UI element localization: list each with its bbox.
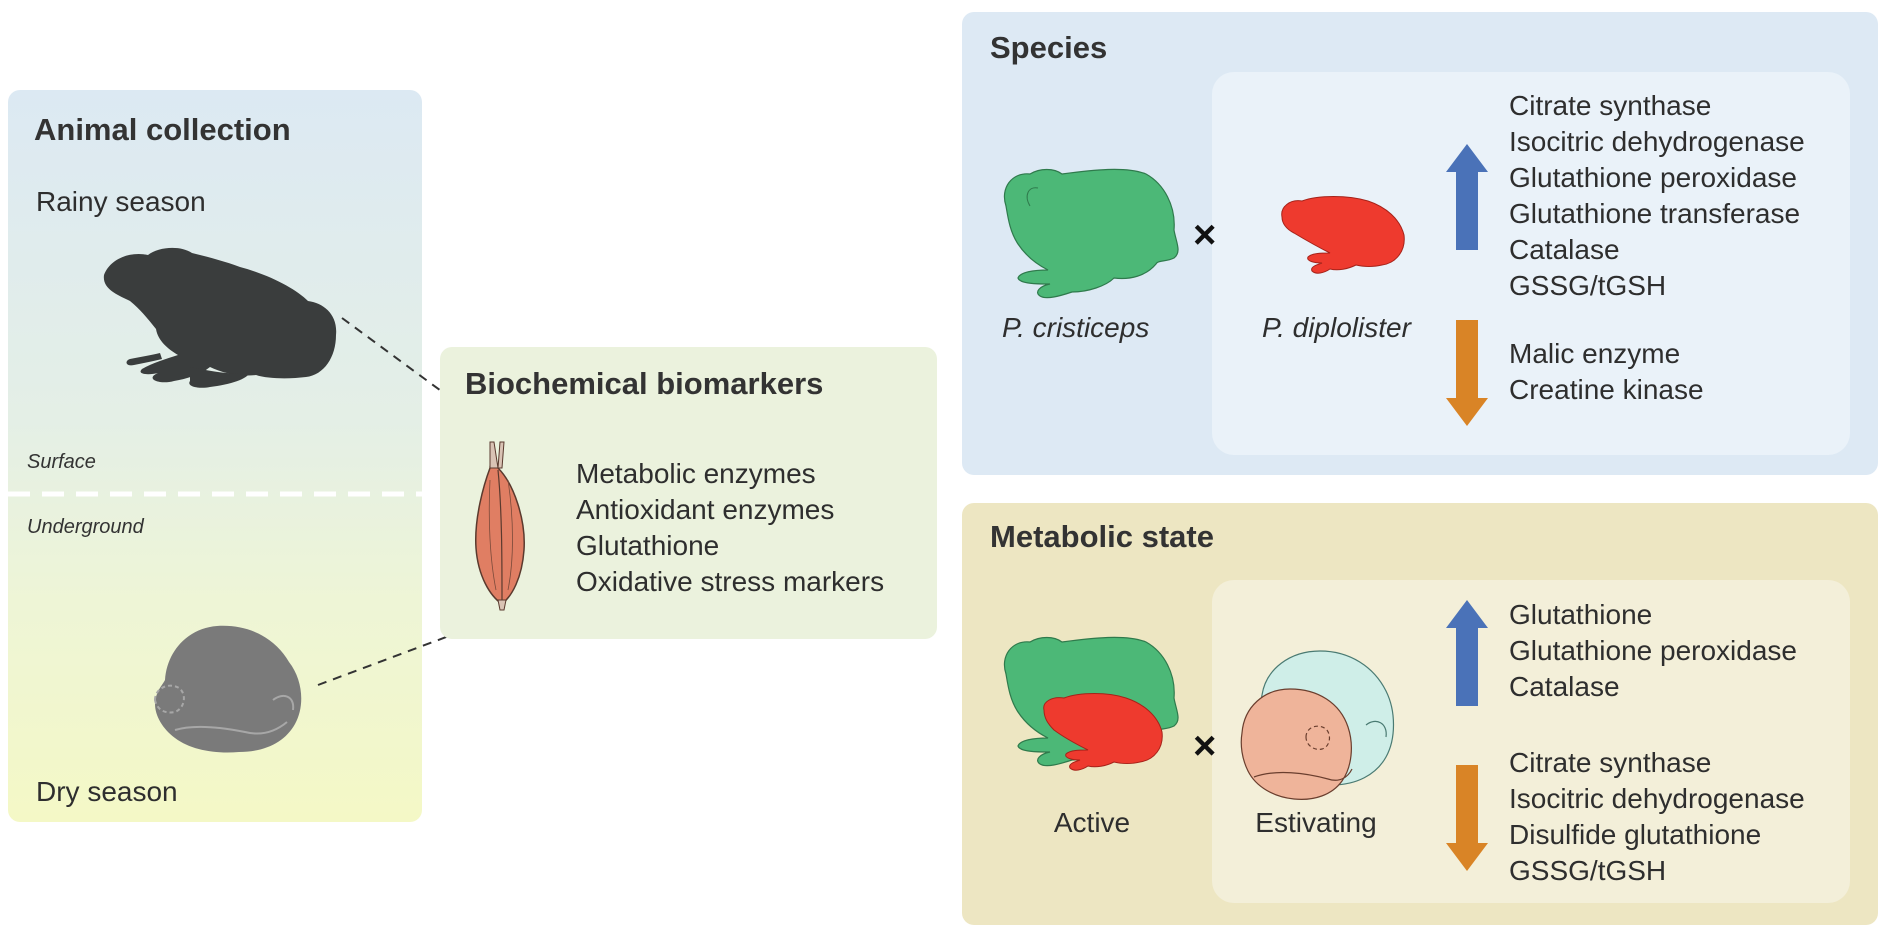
p-cristiceps-label: P. cristiceps xyxy=(1002,312,1150,343)
biomarkers-title: Biochemical biomarkers xyxy=(465,366,824,401)
species-down-list: Malic enzyme Creatine kinase xyxy=(1509,336,1704,408)
surface-divider xyxy=(8,491,422,497)
down-item: Malic enzyme xyxy=(1509,338,1681,369)
up-item: Glutathione transferase xyxy=(1509,198,1801,229)
up-item: Glutathione xyxy=(1509,599,1653,630)
metabolic-state-title: Metabolic state xyxy=(990,519,1214,554)
active-frogs-icon xyxy=(1003,636,1179,771)
down-item: Disulfide glutathione xyxy=(1509,819,1762,850)
up-item: Citrate synthase xyxy=(1509,90,1712,121)
species-inner-panel xyxy=(1212,72,1850,455)
biomarkers-list: Metabolic enzymes Antioxidant enzymes Gl… xyxy=(576,456,884,600)
biomarker-item: Glutathione xyxy=(576,530,720,561)
dry-season-label: Dry season xyxy=(36,776,178,807)
species-up-list: Citrate synthase Isocitric dehydrogenase… xyxy=(1509,88,1805,304)
up-item: Catalase xyxy=(1509,234,1620,265)
down-item: Isocitric dehydrogenase xyxy=(1509,783,1805,814)
up-item: Glutathione peroxidase xyxy=(1509,635,1797,666)
estivating-label: Estivating xyxy=(1255,807,1377,838)
estivating-frog-icon xyxy=(153,625,302,753)
up-arrow-icon xyxy=(1446,144,1488,250)
biomarker-item: Metabolic enzymes xyxy=(576,458,816,489)
down-arrow-icon xyxy=(1446,320,1488,426)
up-arrow-icon-2 xyxy=(1446,600,1488,706)
up-item: GSSG/tGSH xyxy=(1509,270,1667,301)
up-item: Catalase xyxy=(1509,671,1620,702)
metabolic-down-list: Citrate synthase Isocitric dehydrogenase… xyxy=(1509,745,1805,889)
muscle-icon xyxy=(474,441,525,611)
estivating-frogs-icon xyxy=(1240,650,1395,800)
underground-label: Underground xyxy=(27,516,144,538)
active-frog-icon xyxy=(103,247,337,388)
p-diplolister-label: P. diplolister xyxy=(1262,312,1411,343)
biomarker-item: Oxidative stress markers xyxy=(576,566,885,597)
down-arrow-icon-2 xyxy=(1446,765,1488,871)
active-label: Active xyxy=(1053,807,1131,838)
up-item: Isocitric dehydrogenase xyxy=(1509,126,1805,157)
rainy-season-label: Rainy season xyxy=(36,186,206,217)
times-symbol-2: × xyxy=(1193,724,1217,768)
biomarker-item: Antioxidant enzymes xyxy=(576,494,835,525)
up-item: Glutathione peroxidase xyxy=(1509,162,1797,193)
down-item: Creatine kinase xyxy=(1509,374,1704,405)
red-frog-icon xyxy=(1281,196,1405,274)
species-title: Species xyxy=(990,30,1108,65)
down-item: Citrate synthase xyxy=(1509,747,1712,778)
animal-collection-title: Animal collection xyxy=(34,112,291,147)
times-symbol: × xyxy=(1193,213,1217,257)
biomarkers-panel xyxy=(440,347,937,639)
metabolic-up-list: Glutathione Glutathione peroxidase Catal… xyxy=(1509,597,1797,705)
green-frog-icon xyxy=(1003,168,1179,299)
surface-label: Surface xyxy=(27,451,96,473)
down-item: GSSG/tGSH xyxy=(1509,855,1667,886)
